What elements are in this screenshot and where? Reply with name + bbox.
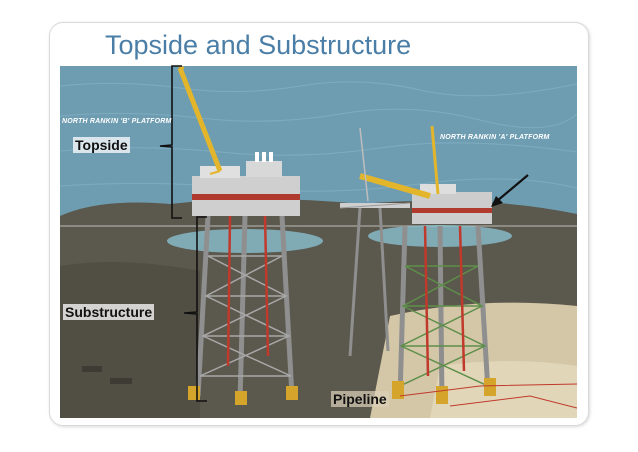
arrow-icon bbox=[491, 196, 503, 207]
arrow-line bbox=[496, 174, 529, 202]
pipeline-label: Pipeline bbox=[331, 391, 389, 407]
platform-b-label: NORTH RANKIN 'B' PLATFORM bbox=[62, 118, 172, 125]
substructure-label: Substructure bbox=[63, 304, 155, 320]
platform-a-label: NORTH RANKIN 'A' PLATFORM bbox=[440, 134, 550, 141]
platform-illustration bbox=[60, 66, 577, 418]
substructure-bracket bbox=[183, 216, 207, 402]
topside-bracket bbox=[159, 65, 182, 219]
slide-title: Topside and Substructure bbox=[105, 30, 412, 60]
topside-label: Topside bbox=[73, 137, 130, 153]
